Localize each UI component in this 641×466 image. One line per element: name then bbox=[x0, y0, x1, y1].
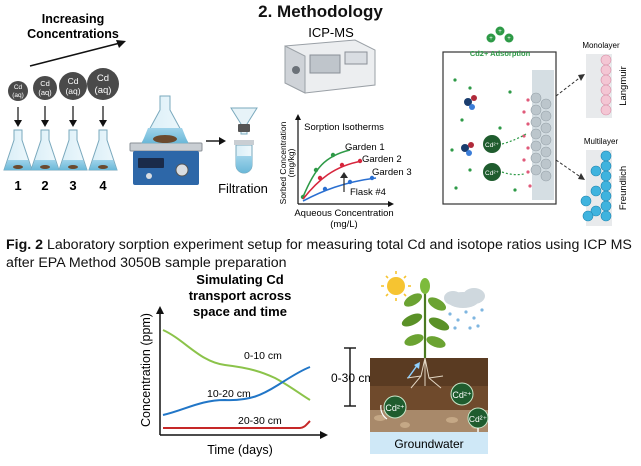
svg-text:Cd: Cd bbox=[14, 84, 23, 91]
svg-text:+: + bbox=[489, 36, 493, 42]
transport-label-10-20cm: 10-20 cm bbox=[207, 388, 251, 400]
increasing-arrow bbox=[29, 42, 121, 67]
transport-curve-20-30cm bbox=[163, 420, 311, 429]
groundwater-layer bbox=[370, 432, 488, 454]
figure-caption: Fig. 2 Laboratory sorption experiment se… bbox=[6, 236, 636, 272]
cd-circle-4: Cd (aq) bbox=[87, 68, 119, 100]
transport-title-1: Simulating Cd bbox=[196, 272, 283, 287]
molecule-icon bbox=[461, 95, 477, 156]
isotherm-legend-garden-1: Garden 1 bbox=[345, 142, 385, 153]
depth-label: 0-30 cm bbox=[331, 371, 374, 385]
arrow-right-icon bbox=[219, 137, 226, 145]
shaker-plate-icon bbox=[129, 142, 203, 185]
svg-text:(aq): (aq) bbox=[65, 86, 80, 96]
flask-number-4: 4 bbox=[99, 178, 107, 193]
isotherm-ylabel-1: Sorbed Concentration bbox=[278, 121, 288, 204]
flask-2-icon bbox=[30, 129, 60, 171]
sun-icon bbox=[381, 271, 411, 301]
free-ion-dots bbox=[450, 78, 517, 192]
cd-circle-1: Cd (aq) bbox=[8, 81, 28, 101]
increasing-label: Increasing bbox=[42, 12, 105, 26]
down-arrows bbox=[17, 106, 104, 122]
svg-text:Cd: Cd bbox=[68, 76, 79, 86]
isotherm-legend-garden-2: Garden 2 bbox=[362, 154, 402, 165]
caption-text: Laboratory sorption experiment setup for… bbox=[6, 237, 632, 271]
svg-text:Cd²⁺: Cd²⁺ bbox=[485, 142, 499, 149]
monolayer-beads bbox=[600, 54, 612, 116]
filtration-funnel-icon bbox=[230, 107, 258, 174]
isotherm-ylabel-2: (mg/kg) bbox=[286, 148, 296, 177]
svg-text:(aq): (aq) bbox=[95, 85, 112, 96]
groundwater-label: Groundwater bbox=[394, 437, 463, 451]
isotherm-xlabel-1: Aqueous Concentration bbox=[294, 208, 393, 219]
flask-number-2: 2 bbox=[41, 178, 48, 193]
particle-beads bbox=[530, 92, 552, 182]
transport-label-0-10cm: 0-10 cm bbox=[244, 350, 282, 362]
arrow-head-icon bbox=[116, 40, 126, 48]
transport-title-2: transport across bbox=[189, 288, 292, 303]
page-title: 2. Methodology bbox=[258, 2, 383, 21]
monolayer-label: Monolayer bbox=[582, 41, 620, 50]
svg-text:Cd²⁺: Cd²⁺ bbox=[385, 403, 405, 413]
flask-number-1: 1 bbox=[14, 178, 21, 193]
icp-ms-instrument-icon bbox=[284, 39, 376, 94]
multilayer-label: Multilayer bbox=[584, 137, 619, 146]
isotherm-curve-garden-2 bbox=[302, 160, 363, 200]
svg-text:Cd²⁺: Cd²⁺ bbox=[485, 170, 499, 177]
cd-circle-2: Cd (aq) bbox=[33, 76, 57, 100]
bound-ion-dots bbox=[522, 98, 532, 188]
isotherm-title: Sorption Isotherms bbox=[304, 122, 384, 133]
flask-3-icon bbox=[58, 129, 88, 171]
svg-text:Cd²⁺: Cd²⁺ bbox=[452, 390, 472, 400]
svg-text:(aq): (aq) bbox=[12, 92, 24, 99]
langmuir-label: Langmuir bbox=[618, 66, 629, 106]
svg-text:+: + bbox=[507, 36, 511, 42]
svg-text:+: + bbox=[498, 29, 502, 35]
svg-text:(aq): (aq) bbox=[38, 88, 52, 97]
soil-cd-ion-3: Cd²⁺ bbox=[467, 407, 489, 429]
transport-title-3: space and time bbox=[193, 304, 287, 319]
cd-adsorption-title: Cd2+ Adsorption bbox=[470, 49, 531, 58]
soil-layer-top bbox=[370, 358, 488, 386]
filtration-label: Filtration bbox=[218, 181, 268, 196]
isotherm-chart bbox=[295, 114, 394, 207]
transport-label-20-30cm: 20-30 cm bbox=[238, 415, 282, 427]
cd-circle-3: Cd (aq) bbox=[59, 72, 87, 100]
rain-cloud-icon bbox=[444, 288, 485, 330]
cd-ion-icon-2: Cd²⁺ bbox=[483, 163, 501, 181]
transport-xlabel: Time (days) bbox=[207, 443, 273, 457]
svg-text:Cd²⁺: Cd²⁺ bbox=[469, 414, 488, 424]
roots-icon bbox=[406, 357, 444, 389]
svg-text:Cd: Cd bbox=[40, 79, 50, 88]
plant-icon bbox=[401, 278, 450, 358]
transport-ylabel: Concentration (ppm) bbox=[139, 313, 153, 427]
concentrations-label: Concentrations bbox=[27, 27, 119, 41]
flask-on-shaker-icon bbox=[141, 95, 189, 144]
soil-cd-ion-2: Cd²⁺ bbox=[450, 382, 474, 406]
cd-ion-icon-1: Cd²⁺ bbox=[483, 135, 501, 153]
soil-cd-ion-1: Cd²⁺ bbox=[383, 395, 407, 419]
flask-number-3: 3 bbox=[69, 178, 76, 193]
isotherm-curve-garden-3 bbox=[302, 177, 377, 202]
caption-label: Fig. 2 bbox=[6, 237, 44, 253]
transport-curve-0-10cm bbox=[162, 329, 311, 401]
multilayer-beads bbox=[580, 150, 612, 222]
transport-curve-10-20cm bbox=[162, 366, 311, 416]
isotherm-legend-garden-3: Garden 3 bbox=[372, 167, 412, 178]
freundlich-label: Freundlich bbox=[618, 166, 629, 210]
flask-1-icon bbox=[3, 129, 33, 171]
svg-text:Cd: Cd bbox=[97, 73, 109, 84]
isotherm-curve-garden-1 bbox=[302, 149, 351, 198]
methodology-figure: Increasing Concentrations Cd (aq) Cd (aq… bbox=[3, 12, 629, 230]
cd-adsorption-icon: + + + bbox=[486, 26, 514, 43]
icp-ms-label: ICP-MS bbox=[308, 25, 354, 40]
flask-4-icon bbox=[88, 129, 118, 171]
transport-figure: Simulating Cd transport across space and… bbox=[139, 271, 489, 457]
isotherm-legend-flask-4: Flask #4 bbox=[350, 187, 386, 198]
isotherm-xlabel-2: (mg/L) bbox=[330, 219, 357, 230]
